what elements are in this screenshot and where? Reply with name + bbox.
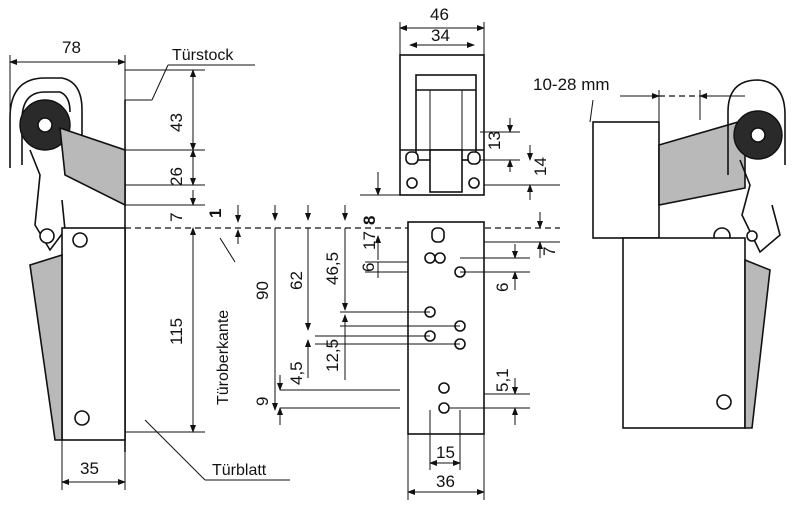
- dim-34: 34: [431, 26, 450, 45]
- dim-90: 90: [253, 281, 272, 300]
- dim-13: 13: [485, 131, 504, 150]
- label-tuerstock: Türstock: [172, 47, 234, 64]
- dim-9: 9: [253, 397, 272, 406]
- dim-15: 15: [436, 443, 455, 462]
- closer-arm: [59, 126, 126, 207]
- dim-43: 43: [167, 113, 186, 132]
- closer-body: [61, 227, 126, 441]
- left-labels: Türstock Türblatt Türoberkante: [144, 47, 290, 481]
- mounting-plate-outline: [407, 221, 485, 435]
- label-tuerblatt: Türblatt: [212, 462, 267, 479]
- right-view: 10-28 mm: [533, 75, 786, 429]
- dim-6a: 6: [359, 263, 378, 272]
- dim-465: 46,5: [323, 252, 342, 285]
- dim-1: 1: [206, 209, 225, 218]
- left-dimensions: 78 43 26 7 115 1 35: [9, 38, 241, 490]
- roller-hook: [9, 77, 83, 168]
- dim-35: 35: [80, 459, 99, 478]
- left-view: [9, 77, 152, 452]
- top-plate: 46 34 13 14: [399, 5, 560, 200]
- dim-17: 17: [360, 231, 379, 250]
- dim-7a: 7: [167, 213, 186, 222]
- dim-115: 115: [167, 318, 186, 345]
- dim-8: 8: [360, 216, 379, 225]
- label-range: 10-28 mm: [533, 75, 610, 94]
- dim-45: 4,5: [287, 361, 306, 385]
- mounting-plate: 7 6 5,1 15 36: [315, 212, 560, 500]
- right-arm: [658, 118, 746, 206]
- dim-26: 26: [167, 167, 186, 186]
- dim-46: 46: [430, 5, 449, 24]
- frame-block: [592, 121, 660, 239]
- dim-14: 14: [531, 157, 550, 176]
- dim-62: 62: [287, 271, 306, 290]
- dim-125: 12,5: [323, 339, 342, 372]
- closer-side: [29, 253, 63, 441]
- middle-dimensions: 90 62 46,5 4,5 12,5 9 8 17 6: [253, 172, 460, 425]
- label-tueroberkante: Türoberkante: [215, 310, 232, 405]
- dim-51: 5,1: [493, 368, 512, 392]
- dim-7b: 7: [540, 247, 559, 256]
- dim-6b: 6: [493, 283, 512, 292]
- dim-36: 36: [436, 472, 455, 491]
- dim-78: 78: [62, 38, 81, 57]
